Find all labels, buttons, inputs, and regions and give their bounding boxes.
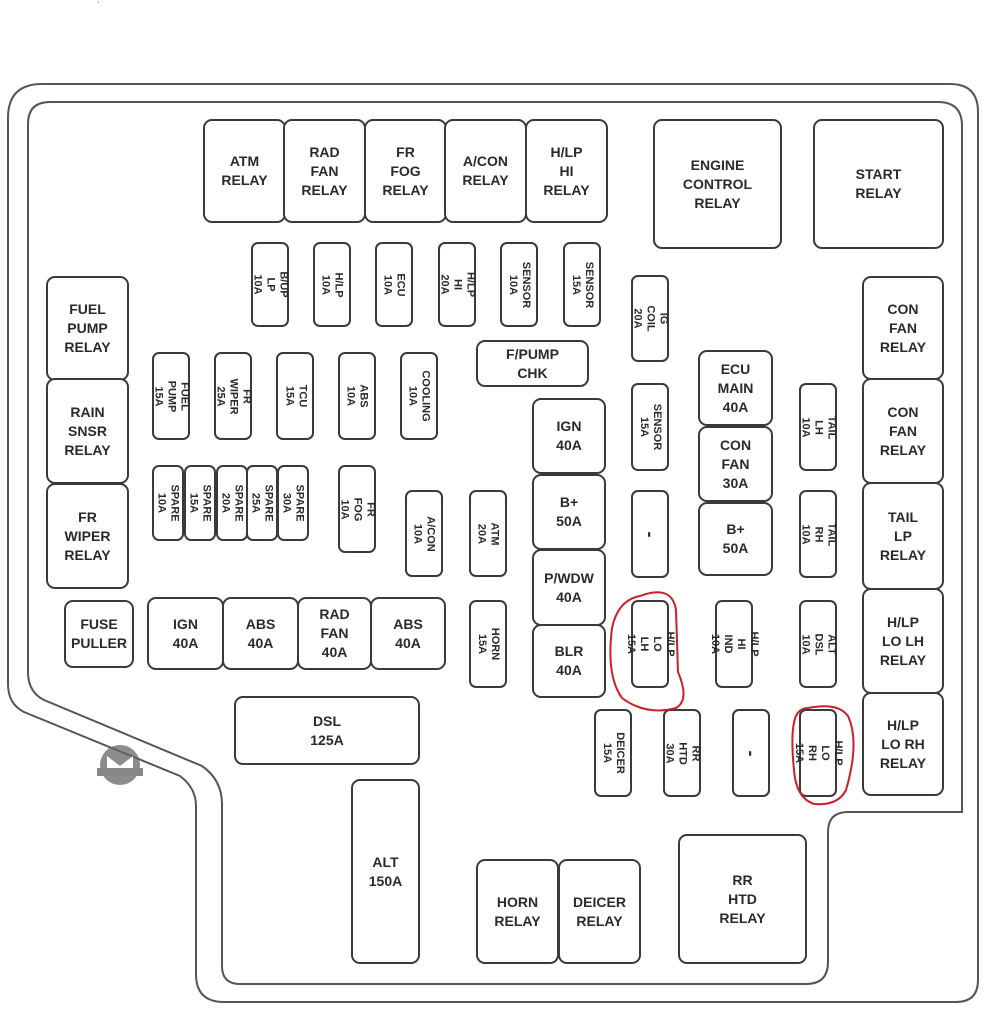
big-fuse-ign-40a: IGN 40A bbox=[147, 597, 224, 670]
fuse-tcu-15a: TCU 15A bbox=[276, 352, 314, 440]
relay-fr-wiper: FR WIPER RELAY bbox=[46, 483, 129, 589]
fuse-spare-15a: SPARE 15A bbox=[184, 465, 216, 541]
fuse-sensor-15a: SENSOR 15A bbox=[563, 242, 601, 327]
relay-fuel-pump: FUEL PUMP RELAY bbox=[46, 276, 129, 381]
relay-start: START RELAY bbox=[813, 119, 944, 249]
fuse-fr-wiper-25a: FR WIPER 25A bbox=[214, 352, 253, 440]
housing-outer-outline bbox=[7, 83, 979, 1003]
fuse-puller: FUSE PULLER bbox=[64, 600, 134, 668]
fuse-spare-30a: SPARE 30A bbox=[277, 465, 309, 541]
fuse-atm-20a: ATM 20A bbox=[469, 490, 507, 577]
fuse-abs-10a: ABS 10A bbox=[338, 352, 376, 440]
fuse-spare-10a: SPARE 10A bbox=[152, 465, 184, 541]
relay-con-fan-1: CON FAN RELAY bbox=[862, 276, 944, 380]
big-fuse-rad-fan-40a: RAD FAN 40A bbox=[297, 597, 372, 670]
relay-hlp-lo-rh: H/LP LO RH RELAY bbox=[862, 692, 944, 796]
fuse-tail-lh-10a: TAIL LH 10A bbox=[799, 383, 838, 471]
fuse-fr-fog-10a: FR FOG 10A bbox=[338, 465, 377, 553]
relay-atm: ATM RELAY bbox=[203, 119, 286, 223]
big-fuse-b-plus-50a-2: B+ 50A bbox=[698, 502, 773, 576]
relay-acon: A/CON RELAY bbox=[444, 119, 527, 223]
fuse-sensor-15a-2: SENSOR 15A bbox=[631, 383, 669, 471]
big-fuse-b-plus-50a: B+ 50A bbox=[532, 474, 606, 550]
fuse-sensor-10a: SENSOR 10A bbox=[500, 242, 538, 327]
big-fuse-pwdw-40a: P/WDW 40A bbox=[532, 549, 606, 626]
fuse-hlp-lo-rh-15a: H/LP LO RH 15A bbox=[793, 709, 844, 797]
fuse-ecu-10a: ECU 10A bbox=[375, 242, 413, 327]
relay-tail-lp: TAIL LP RELAY bbox=[862, 482, 944, 590]
relay-deicer: DEICER RELAY bbox=[558, 859, 641, 964]
fuse-fuel-pump-15a: FUEL PUMP 15A bbox=[152, 352, 191, 440]
big-fuse-blr-40a: BLR 40A bbox=[532, 624, 606, 698]
relay-fr-fog: FR FOG RELAY bbox=[364, 119, 447, 223]
big-fuse-con-fan-30a: CON FAN 30A bbox=[698, 426, 773, 502]
relay-engine-control: ENGINE CONTROL RELAY bbox=[653, 119, 782, 249]
fuse-hlp-hi-ind-10a: H/LP HI IND 10A bbox=[709, 600, 760, 688]
relay-rad-fan: RAD FAN RELAY bbox=[283, 119, 366, 223]
fuse-tail-rh-10a: TAIL RH 10A bbox=[799, 490, 838, 578]
fuse-hlp-hi-20a: H/LP HI 20A bbox=[438, 242, 477, 327]
big-fuse-abs-40a: ABS 40A bbox=[222, 597, 299, 670]
fuse-empty-slot-2: - bbox=[732, 709, 770, 797]
relay-con-fan-2: CON FAN RELAY bbox=[862, 378, 944, 484]
fuse-deicer-15a: DEICER 15A bbox=[594, 709, 632, 797]
big-fuse-ign-40a-2: IGN 40A bbox=[532, 398, 606, 474]
watermark-logo-icon bbox=[97, 745, 143, 785]
housing-inner-outline bbox=[27, 101, 963, 985]
fuse-empty-slot-1: - bbox=[631, 490, 669, 578]
fuse-alt-dsl-10a: ALT DSL 10A bbox=[799, 600, 838, 688]
relay-hlp-hi: H/LP HI RELAY bbox=[525, 119, 608, 223]
fuse-hlp-10a: H/LP 10A bbox=[313, 242, 351, 327]
fuse-bup-lp-10a: B/UP LP 10A bbox=[251, 242, 290, 327]
fpump-chk: F/PUMP CHK bbox=[476, 340, 589, 387]
big-fuse-ecu-main-40a: ECU MAIN 40A bbox=[698, 350, 773, 426]
tick-mark: ' bbox=[98, 0, 100, 9]
relay-horn: HORN RELAY bbox=[476, 859, 559, 964]
big-fuse-alt-150a: ALT 150A bbox=[351, 779, 420, 964]
fuse-cooling-10a: COOLING 10A bbox=[400, 352, 438, 440]
fuse-ig-coil-20a: IG COIL 20A bbox=[631, 275, 670, 362]
fuse-hlp-lo-lh-15a: H/LP LO LH 15A bbox=[625, 600, 676, 688]
fuse-acon-10a: A/CON 10A bbox=[405, 490, 443, 577]
relay-hlp-lo-lh: H/LP LO LH RELAY bbox=[862, 588, 944, 694]
big-fuse-abs-40a-2: ABS 40A bbox=[370, 597, 446, 670]
fuse-horn-15a: HORN 15A bbox=[469, 600, 507, 688]
fuse-spare-25a: SPARE 25A bbox=[246, 465, 278, 541]
fuse-spare-20a: SPARE 20A bbox=[216, 465, 248, 541]
fuse-rr-htd-30a: RR HTD 30A bbox=[663, 709, 702, 797]
relay-rain-snsr: RAIN SNSR RELAY bbox=[46, 378, 129, 484]
relay-rr-htd: RR HTD RELAY bbox=[678, 834, 807, 964]
big-fuse-dsl-125a: DSL 125A bbox=[234, 696, 420, 765]
